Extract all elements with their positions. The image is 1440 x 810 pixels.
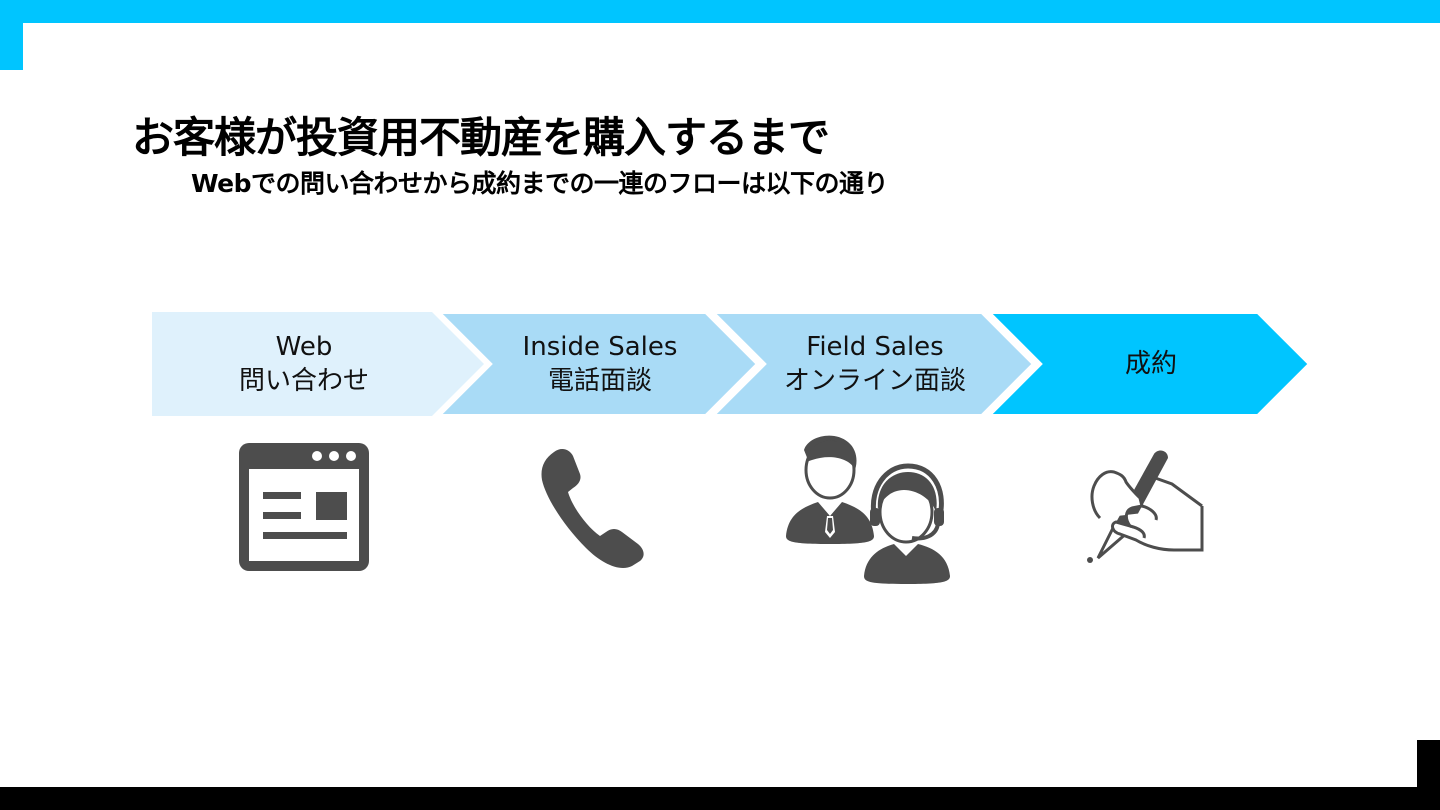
flow-step-4-line1: 成約: [1124, 349, 1177, 379]
flow-step-1-line2: 問い合わせ: [238, 366, 369, 396]
slide-subtitle: Webでの問い合わせから成約までの一連のフローは以下の通り: [191, 169, 889, 198]
slide-title: お客様が投資用不動産を購入するまで: [132, 113, 830, 162]
flow-step-3-arrow: [707, 310, 1037, 418]
bottom-footer-bar: [0, 787, 1440, 810]
flow-step-1-arrow: [152, 312, 484, 416]
flow-step-3-line2: オンライン面談: [783, 366, 966, 396]
flow-step-1-label: Web 問い合わせ: [152, 330, 456, 398]
flow-step-3-label: Field Sales オンライン面談: [764, 330, 986, 398]
flow-step-4-arrow: [983, 310, 1313, 418]
flow-step-1-line1: Web: [275, 332, 333, 362]
flow-step-2-line1: Inside Sales: [522, 332, 678, 362]
flow-step-2-arrow: [433, 310, 761, 418]
bottom-footer-tab: [1417, 740, 1440, 787]
flow-step-3-line1: Field Sales: [806, 332, 944, 362]
flow-step-2-line2: 電話面談: [547, 366, 652, 396]
top-accent-tab: [0, 23, 23, 70]
flow-step-4-label: 成約: [1040, 330, 1262, 398]
top-accent-bar: [0, 0, 1440, 23]
flow-step-2-label: Inside Sales 電話面談: [490, 330, 710, 398]
